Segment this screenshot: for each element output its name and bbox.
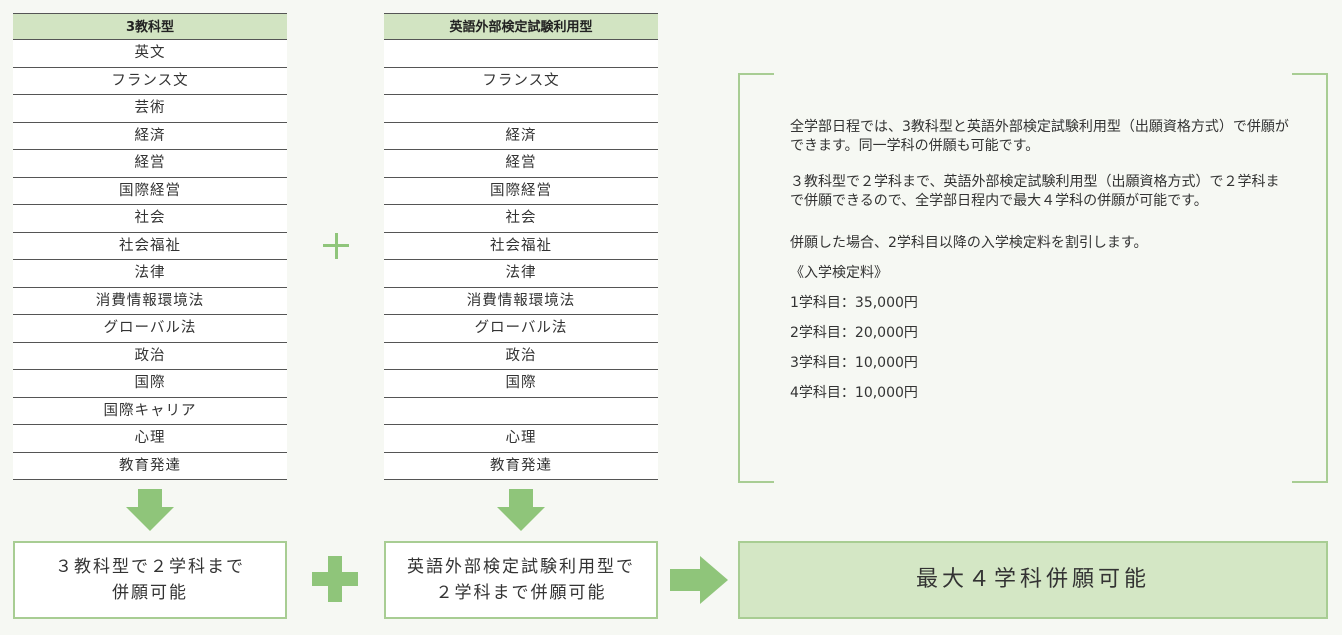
table-row: 経営 — [13, 150, 287, 178]
table-row: 政治 — [384, 342, 658, 370]
table-row: 社会 — [384, 205, 658, 233]
table-row: 国際経営 — [13, 177, 287, 205]
down-arrow-icon — [126, 489, 174, 533]
fee-line: 3学科目：10,000円 — [790, 355, 918, 371]
box-line: ２学科まで併願可能 — [435, 583, 607, 603]
table-row: 経済 — [13, 122, 287, 150]
english-test-summary-box: 英語外部検定試験利用型で ２学科まで併願可能 — [384, 541, 658, 619]
table-row: 国際 — [384, 370, 658, 398]
table-row: 経済 — [384, 122, 658, 150]
english-test-table-header: 英語外部検定試験利用型 — [384, 13, 658, 40]
table-row: 教育発達 — [13, 452, 287, 480]
note-paragraph-combined-application: 全学部日程では、3教科型と英語外部検定試験利用型（出願資格方式）で併願ができます… — [790, 119, 1289, 154]
plus-icon — [323, 233, 349, 259]
table-row: 社会福祉 — [13, 232, 287, 260]
right-arrow-icon — [670, 556, 728, 604]
result-box: 最大４学科併願可能 — [738, 541, 1328, 619]
table-row: 法律 — [384, 260, 658, 288]
table-row: フランス文 — [13, 67, 287, 95]
table-row: 教育発達 — [384, 452, 658, 480]
table-row: グローバル法 — [384, 315, 658, 343]
note-paragraph-discount: 併願した場合、2学科目以降の入学検定料を割引します。 — [790, 235, 1148, 251]
box-line: 英語外部検定試験利用型で — [407, 557, 635, 577]
down-arrow-icon — [497, 489, 545, 533]
note-panel: 全学部日程では、3教科型と英語外部検定試験利用型（出願資格方式）で併願ができます… — [738, 73, 1328, 483]
note-text: 全学部日程では、3教科型と英語外部検定試験利用型（出願資格方式）で併願ができます… — [790, 118, 1290, 408]
table-row — [384, 397, 658, 425]
table-row: 国際 — [13, 370, 287, 398]
result-text: 最大４学科併願可能 — [915, 567, 1150, 592]
three-subject-summary-box: ３教科型で２学科まで 併願可能 — [13, 541, 287, 619]
table-row: グローバル法 — [13, 315, 287, 343]
table-row: 心理 — [13, 425, 287, 453]
table-row: 英文 — [13, 40, 287, 68]
table-row: 国際キャリア — [13, 397, 287, 425]
table-row: フランス文 — [384, 67, 658, 95]
table-row: 芸術 — [13, 95, 287, 123]
table-row: 心理 — [384, 425, 658, 453]
fee-line: 1学科目：35,000円 — [790, 295, 918, 311]
fee-title: 《入学検定料》 — [790, 265, 888, 281]
box-line: 併願可能 — [112, 583, 188, 603]
note-paragraph-max-four: ３教科型で２学科まで、英語外部検定試験利用型（出願資格方式）で２学科まで併願でき… — [790, 174, 1280, 209]
table-row: 社会福祉 — [384, 232, 658, 260]
three-subject-table-header: 3教科型 — [13, 13, 287, 40]
table-row: 消費情報環境法 — [13, 287, 287, 315]
table-row: 政治 — [13, 342, 287, 370]
table-row — [384, 95, 658, 123]
table-row: 社会 — [13, 205, 287, 233]
table-row: 消費情報環境法 — [384, 287, 658, 315]
bracket-right-decoration — [1292, 73, 1328, 483]
bracket-left-decoration — [738, 73, 774, 483]
plus-icon — [312, 556, 358, 602]
english-test-table: 英語外部検定試験利用型 フランス文 経済 経営 国際経営 社会 社会福祉 法律 … — [384, 13, 658, 480]
table-row: 国際経営 — [384, 177, 658, 205]
three-subject-table: 3教科型 英文 フランス文 芸術 経済 経営 国際経営 社会 社会福祉 法律 消… — [13, 13, 287, 480]
table-row: 法律 — [13, 260, 287, 288]
table-row — [384, 40, 658, 68]
fee-line: 4学科目：10,000円 — [790, 385, 918, 401]
box-line: ３教科型で２学科まで — [55, 557, 245, 577]
table-row: 経営 — [384, 150, 658, 178]
fee-line: 2学科目：20,000円 — [790, 325, 918, 341]
